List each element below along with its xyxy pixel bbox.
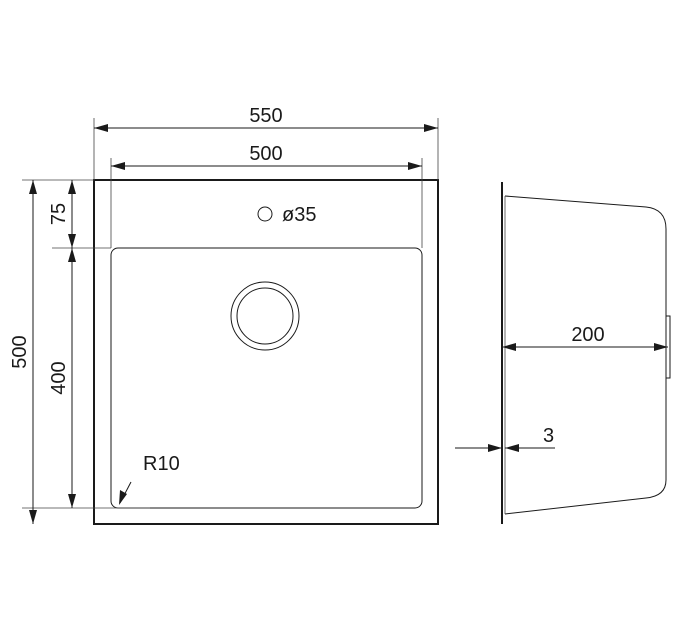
label-inner-width: 500 bbox=[249, 143, 282, 165]
side-bowl-profile bbox=[504, 195, 667, 515]
dim-corner-radius: R10 bbox=[119, 453, 180, 505]
drain-inner bbox=[236, 287, 294, 345]
label-tap-hole: ø35 bbox=[282, 204, 316, 226]
dim-deck-depth: 75 bbox=[48, 180, 76, 248]
label-corner-radius: R10 bbox=[143, 453, 180, 475]
label-bowl-height: 200 bbox=[571, 324, 604, 346]
drain-outer bbox=[230, 281, 300, 351]
dim-overall-height: 500 bbox=[9, 180, 37, 524]
dim-inner-width: 500 bbox=[111, 143, 422, 170]
label-overall-height: 500 bbox=[9, 335, 31, 368]
label-rim-thickness: 3 bbox=[543, 425, 554, 447]
label-overall-width: 550 bbox=[249, 105, 282, 127]
top-view bbox=[93, 179, 439, 525]
dim-bowl-height: 200 bbox=[502, 324, 668, 351]
bowl-outline bbox=[110, 247, 423, 509]
dim-rim-thickness: 3 bbox=[455, 425, 555, 452]
side-view bbox=[501, 182, 671, 524]
dim-bowl-depth: 400 bbox=[48, 248, 76, 508]
sink-outline bbox=[93, 179, 439, 525]
label-bowl-depth: 400 bbox=[48, 361, 70, 394]
tap-hole bbox=[257, 206, 273, 222]
dim-overall-width: 550 bbox=[94, 105, 438, 132]
label-deck-depth: 75 bbox=[48, 203, 70, 225]
